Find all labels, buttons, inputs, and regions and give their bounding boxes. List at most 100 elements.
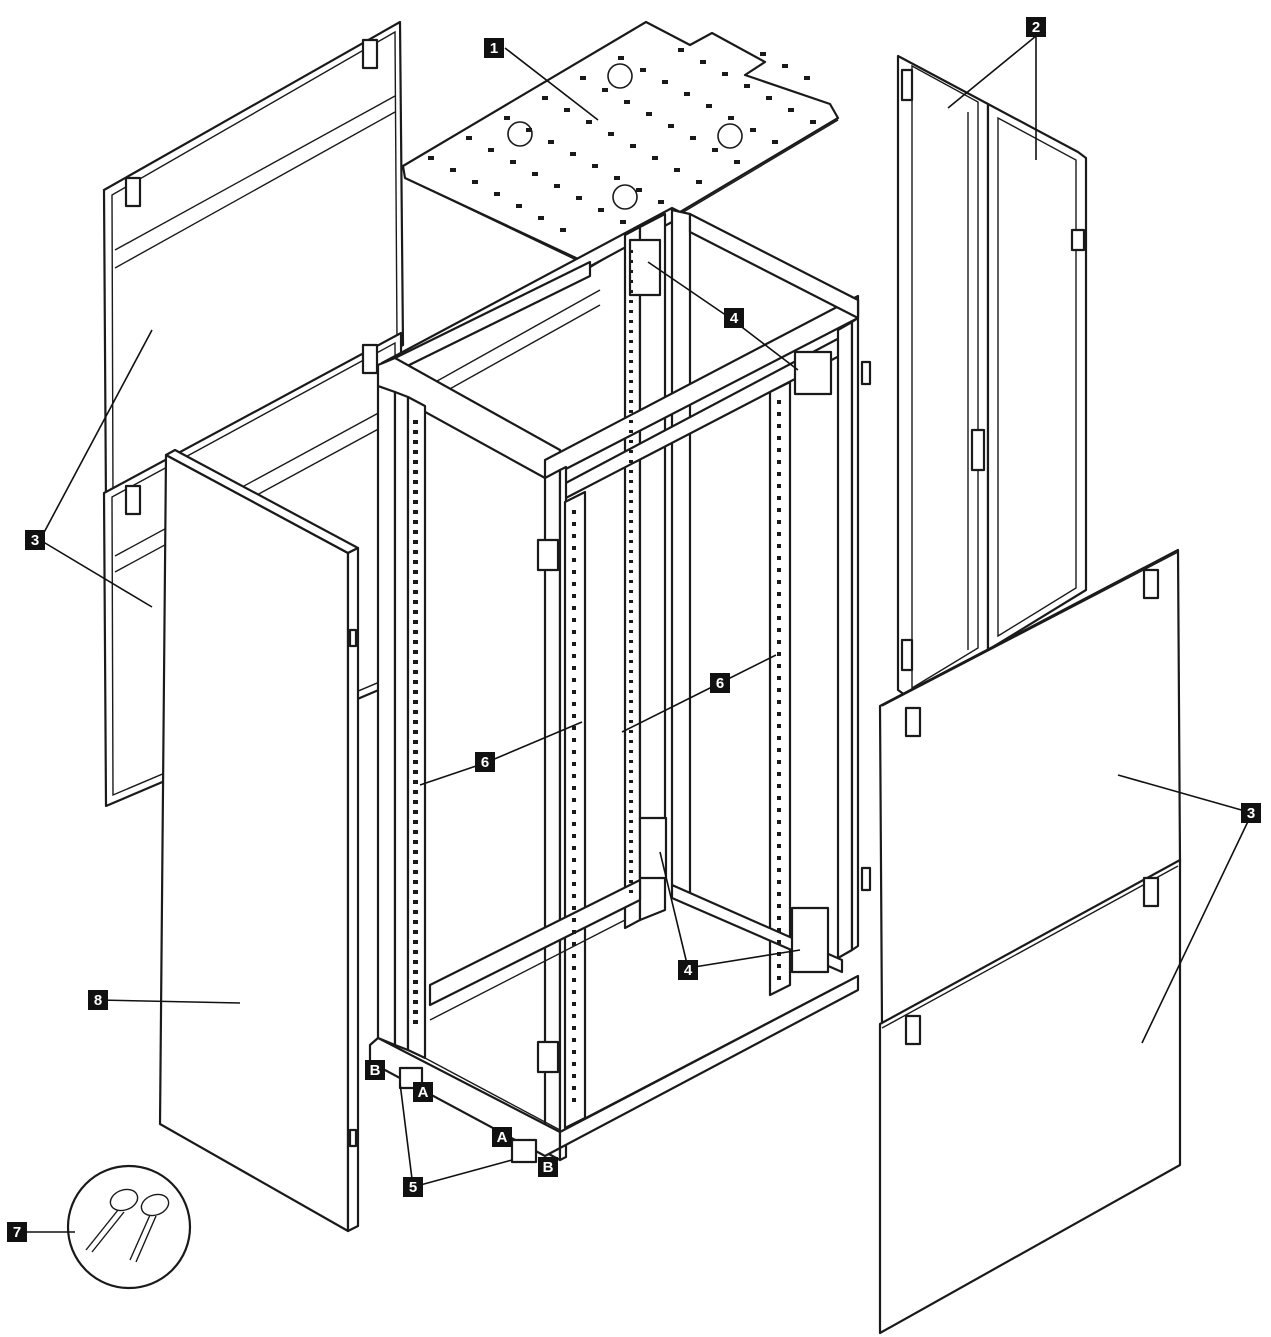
perforation: [413, 590, 418, 594]
perforation: [572, 738, 576, 742]
top-cover: [401, 20, 840, 268]
perforation: [629, 620, 633, 623]
callout-7: 7: [7, 1222, 27, 1242]
perforation: [629, 590, 633, 593]
perforation: [629, 500, 633, 503]
perforation: [413, 520, 418, 524]
leader-lines: [18, 35, 1253, 1233]
perforation: [629, 600, 633, 603]
perforation: [572, 702, 576, 706]
perforation: [572, 834, 576, 838]
perforation: [777, 496, 781, 500]
perforation: [629, 830, 633, 833]
perforation: [788, 108, 794, 112]
callout-4-top: 4: [724, 308, 744, 328]
perforation: [629, 330, 633, 333]
perforation: [413, 480, 418, 484]
perforation: [413, 860, 418, 864]
perforation: [777, 400, 781, 404]
perforation: [629, 840, 633, 843]
perforation: [572, 726, 576, 730]
perforation: [777, 676, 781, 680]
perforation: [777, 688, 781, 692]
perforation: [572, 1038, 576, 1042]
perforation: [777, 568, 781, 572]
perforation: [526, 128, 532, 132]
perforation: [760, 52, 766, 56]
perforation: [413, 530, 418, 534]
perforation: [572, 1050, 576, 1054]
perforation: [572, 570, 576, 574]
perforation: [629, 860, 633, 863]
perforation: [572, 906, 576, 910]
perforation: [777, 604, 781, 608]
perforation: [413, 950, 418, 954]
callout-6-right: 6: [710, 673, 730, 693]
right-side-panel-upper: [878, 548, 1182, 1028]
perforation: [777, 760, 781, 764]
perforation: [777, 820, 781, 824]
perforation: [413, 780, 418, 784]
callout-1-label: 1: [490, 40, 498, 57]
perforation: [510, 160, 516, 164]
perforation: [750, 128, 756, 132]
perforation: [777, 844, 781, 848]
callout-b-right: B: [538, 1157, 558, 1177]
perforation: [629, 760, 633, 763]
perforation: [472, 180, 478, 184]
perforation: [629, 670, 633, 673]
perforation: [629, 870, 633, 873]
perforation: [413, 810, 418, 814]
perforation: [572, 978, 576, 982]
perforation: [602, 88, 608, 92]
perforation: [413, 670, 418, 674]
perforation: [572, 894, 576, 898]
callout-3-right: 3: [1241, 803, 1261, 823]
perforation: [722, 72, 728, 76]
perforation: [777, 928, 781, 932]
perforation: [413, 890, 418, 894]
perforation: [706, 104, 712, 108]
rear-door-right: [970, 102, 1088, 652]
perforation: [572, 582, 576, 586]
perforation: [629, 680, 633, 683]
perforation: [629, 690, 633, 693]
callout-2-label: 2: [1032, 19, 1040, 36]
perforation: [572, 606, 576, 610]
perforation: [413, 650, 418, 654]
perforation: [629, 540, 633, 543]
perforation: [734, 160, 740, 164]
perforation: [777, 700, 781, 704]
perforation: [662, 80, 668, 84]
perforation: [572, 522, 576, 526]
perforation: [413, 630, 418, 634]
perforation: [413, 800, 418, 804]
perforation: [629, 390, 633, 393]
perforation: [777, 472, 781, 476]
callout-6-right-label: 6: [716, 675, 724, 692]
perforation: [413, 960, 418, 964]
perforation: [614, 176, 620, 180]
perforation: [548, 140, 554, 144]
callout-6-left-label: 6: [481, 754, 489, 771]
perforation: [572, 882, 576, 886]
perforation: [777, 544, 781, 548]
callout-1: 1: [484, 38, 504, 58]
perforation: [712, 148, 718, 152]
perforation: [630, 144, 636, 148]
perforation: [629, 420, 633, 423]
perforation: [777, 904, 781, 908]
perforation: [766, 96, 772, 100]
perforation: [572, 810, 576, 814]
perforation: [777, 856, 781, 860]
perforation: [413, 750, 418, 754]
perforation: [413, 900, 418, 904]
perforation: [428, 156, 434, 160]
perforation: [592, 164, 598, 168]
perforation: [413, 440, 418, 444]
perforation: [413, 830, 418, 834]
perforation: [629, 510, 633, 513]
perforation: [413, 610, 418, 614]
perforation: [450, 168, 456, 172]
